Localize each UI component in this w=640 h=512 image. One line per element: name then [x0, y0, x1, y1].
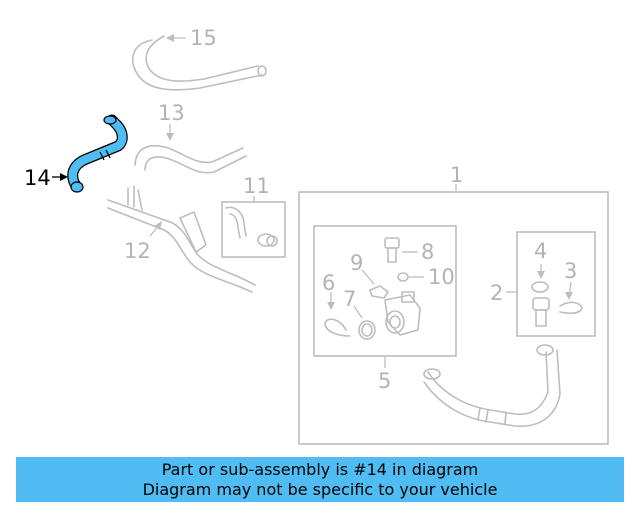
- banner-line-2: Diagram may not be specific to your vehi…: [142, 479, 498, 499]
- part-7-oring: [353, 305, 376, 340]
- callout-4: 4: [534, 239, 547, 263]
- part-12-pipe: [107, 185, 256, 293]
- valve-body: [384, 291, 421, 336]
- callout-7: 7: [343, 287, 356, 311]
- part-9-clip: [361, 269, 389, 299]
- callout-2: 2: [490, 281, 503, 305]
- part-2-box: [516, 231, 596, 337]
- part-15-hose: [131, 34, 267, 91]
- part-11-parts: [225, 206, 278, 247]
- callout-10: 10: [428, 265, 455, 289]
- callout-12: 12: [124, 239, 151, 263]
- info-banner: Part or sub-assembly is #14 in diagram D…: [16, 457, 624, 502]
- callout-13: 13: [158, 101, 185, 125]
- callout-8: 8: [421, 240, 434, 264]
- banner-line-1: Part or sub-assembly is #14 in diagram: [161, 459, 479, 479]
- part-8-sensor: [384, 237, 418, 263]
- part-1-box: [298, 191, 609, 445]
- part-13-hose: [134, 124, 247, 174]
- part-1-hose: [423, 344, 561, 427]
- part-10-part: [397, 272, 424, 282]
- part-6-clamp: [324, 292, 351, 337]
- callout-11: 11: [243, 174, 270, 198]
- part-3-clip: [559, 281, 583, 314]
- part-4-oring: [531, 264, 549, 293]
- callout-14: 14: [24, 166, 51, 190]
- callout-6: 6: [322, 271, 335, 295]
- part-11-box: [221, 201, 286, 258]
- callout-9: 9: [350, 251, 363, 275]
- part-14-hose: [52, 114, 128, 193]
- callout-3: 3: [564, 259, 577, 283]
- part-2-fitting: [532, 297, 550, 327]
- callout-15: 15: [190, 26, 217, 50]
- callout-1: 1: [450, 163, 463, 187]
- callout-5: 5: [378, 369, 391, 393]
